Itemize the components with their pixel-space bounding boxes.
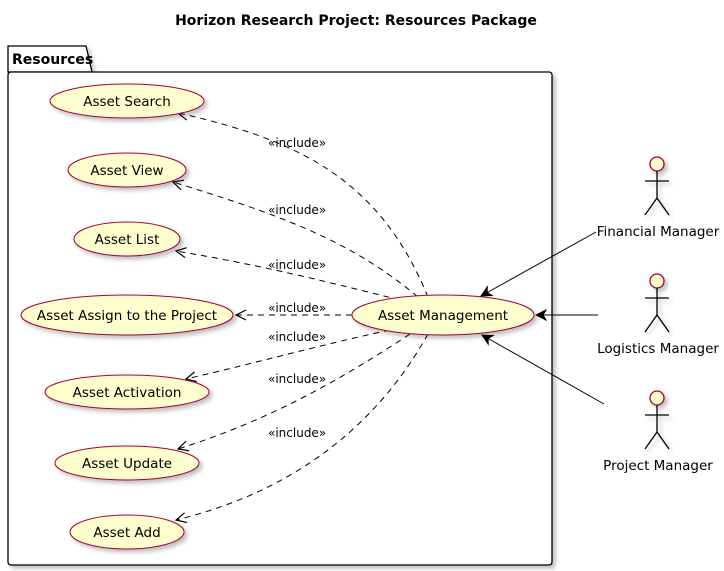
include-label-list: «include»	[268, 258, 326, 272]
use-case-label: Asset Update	[82, 456, 172, 472]
actor-project-manager[interactable]: Project Manager	[603, 390, 713, 474]
include-label-activation: «include»	[268, 330, 326, 344]
include-relations	[173, 113, 429, 520]
include-label-update: «include»	[268, 372, 326, 386]
include-line-add	[176, 333, 429, 520]
include-line-list	[176, 251, 401, 301]
include-line-search	[178, 113, 429, 298]
association-project-manager	[482, 335, 605, 405]
include-line-view	[173, 182, 419, 298]
stick-figure-icon	[644, 390, 670, 450]
stick-figure-icon	[644, 156, 670, 216]
actor-financial-manager[interactable]: Financial Manager	[597, 156, 720, 240]
actor-label: Financial Manager	[597, 224, 720, 240]
use-cases: Asset Search Asset View Asset List Asset…	[20, 83, 535, 550]
use-case-label: Asset Add	[93, 525, 160, 541]
use-case-asset-list[interactable]: Asset List	[73, 221, 181, 257]
use-case-asset-view[interactable]: Asset View	[67, 152, 187, 188]
include-label-assign: «include»	[268, 301, 326, 315]
package-resources	[7, 45, 553, 566]
include-line-update	[178, 333, 411, 449]
actor-logistics-manager[interactable]: Logistics Manager	[597, 273, 719, 357]
stick-figure-icon	[644, 273, 670, 333]
use-case-asset-search[interactable]: Asset Search	[49, 83, 205, 119]
diagram-title: Horizon Research Project: Resources Pack…	[175, 13, 537, 29]
include-line-activation	[186, 329, 391, 379]
use-case-asset-update[interactable]: Asset Update	[54, 445, 200, 481]
actor-associations	[481, 231, 605, 405]
use-case-label: Asset List	[95, 232, 160, 248]
use-case-asset-assign[interactable]: Asset Assign to the Project	[20, 294, 234, 336]
include-label-view: «include»	[268, 203, 326, 217]
actor-label: Project Manager	[603, 458, 713, 474]
package-label: Resources	[12, 52, 93, 68]
use-case-label: Asset Search	[83, 94, 171, 110]
include-labels: «include» «include» «include» «include» …	[268, 136, 326, 440]
association-financial-manager	[481, 231, 597, 296]
use-case-label: Asset View	[90, 163, 163, 179]
use-case-asset-add[interactable]: Asset Add	[69, 514, 185, 550]
actor-label: Logistics Manager	[597, 341, 719, 357]
use-case-label: Asset Assign to the Project	[37, 308, 217, 324]
use-case-label: Asset Management	[378, 308, 508, 324]
package-body	[7, 71, 553, 566]
use-case-label: Asset Activation	[73, 385, 182, 401]
use-case-asset-activation[interactable]: Asset Activation	[44, 374, 210, 410]
include-label-search: «include»	[268, 136, 326, 150]
use-case-asset-management[interactable]: Asset Management	[351, 294, 535, 336]
include-label-add: «include»	[268, 426, 326, 440]
